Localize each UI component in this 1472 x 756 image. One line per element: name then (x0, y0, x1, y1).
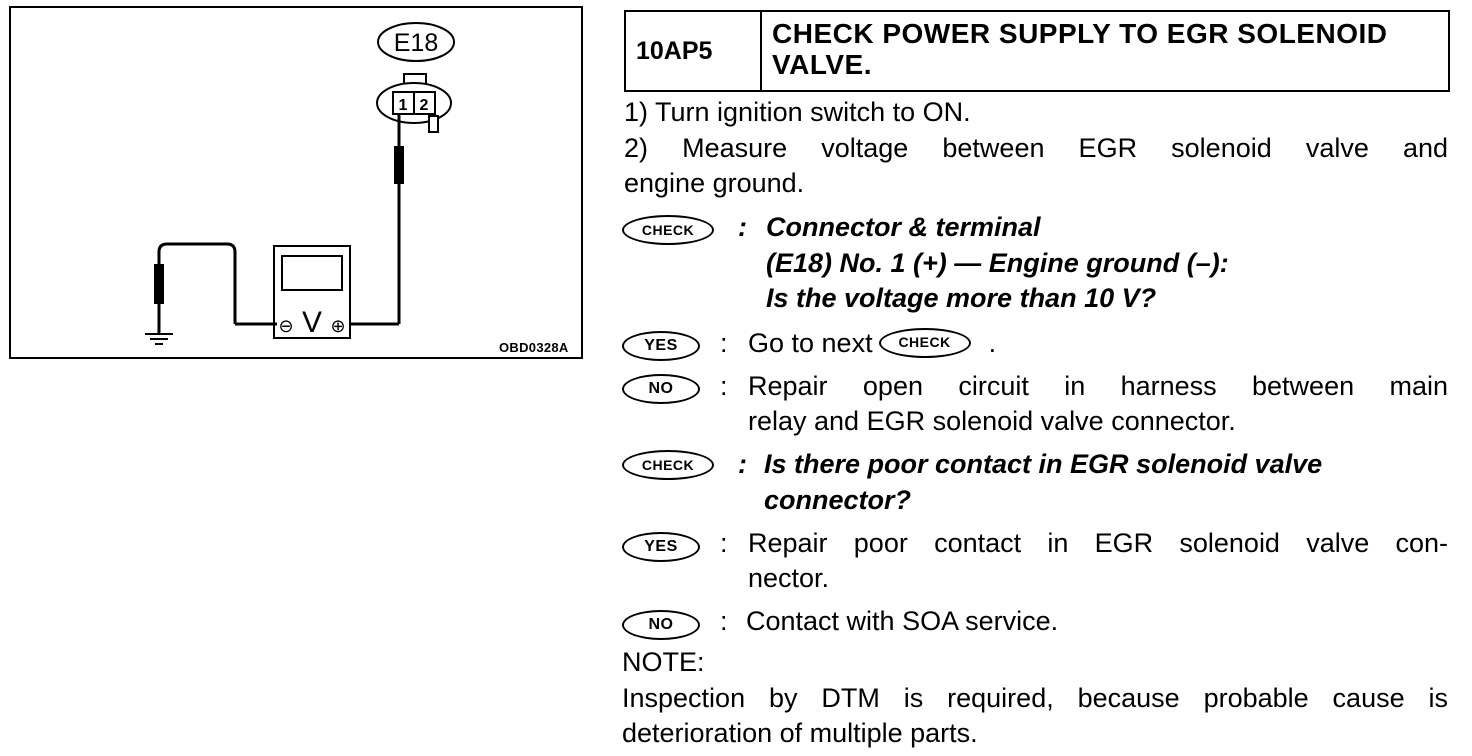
step-title-line-1: CHECK POWER SUPPLY TO EGR SOLENOID (772, 18, 1388, 49)
no-1-line-1: Repair open circuit in harness between m… (748, 371, 1448, 401)
yes-1-colon: : (720, 328, 728, 358)
check-1-colon: : (738, 212, 747, 242)
ground-symbol (145, 333, 173, 345)
check-2-colon: : (738, 449, 747, 479)
step-code: 10AP5 (626, 12, 762, 90)
check-badge-1: CHECK (622, 215, 714, 245)
check-2-line-2: connector? (764, 485, 912, 515)
pin-1-label: 1 (399, 97, 408, 114)
no-badge-2: NO (622, 610, 700, 640)
yes-2-line-1: Repair poor contact in EGR solenoid valv… (748, 528, 1448, 558)
yes-badge-1: YES (622, 331, 700, 361)
yes-2-line-2: nector. (748, 563, 830, 593)
step-2-line-2: engine ground. (624, 168, 805, 198)
step-header: 10AP5 CHECK POWER SUPPLY TO EGR SOLENOID… (624, 10, 1450, 92)
step-2-line-1: 2) Measure voltage between EGR solenoid … (624, 133, 1448, 163)
yes-1-label: Go to next (748, 328, 873, 358)
voltmeter-display (281, 255, 343, 291)
minus-terminal: ⊖ (278, 316, 293, 337)
step-1: 1) Turn ignition switch to ON. (624, 97, 971, 127)
positive-probe (394, 146, 404, 184)
figure-code: OBD0328A (499, 340, 569, 355)
step-title-line-2: VALVE. (772, 49, 872, 80)
no-2-colon: : (720, 606, 728, 636)
check-badge-inline: CHECK (878, 327, 971, 358)
yes-badge-2: YES (622, 532, 700, 562)
wiring-diagram: E18 1 2 V ⊖ ⊕ OBD0328A (9, 6, 583, 359)
note-label: NOTE: (622, 647, 705, 677)
check-badge-2: CHECK (622, 450, 714, 480)
note-line-2: deterioration of multiple parts. (622, 718, 978, 748)
pin-2-label: 2 (420, 97, 429, 114)
yes-2-colon: : (720, 528, 728, 558)
connector-label: E18 (394, 29, 438, 57)
plus-terminal: ⊕ (330, 316, 345, 337)
check-1-line-3: Is the voltage more than 10 V? (766, 283, 1157, 313)
yes-1-tail: . (988, 328, 997, 358)
no-1-colon: : (720, 371, 728, 401)
no-badge-1: NO (622, 374, 700, 404)
note-line-1: Inspection by DTM is required, because p… (622, 683, 1448, 713)
step-title: CHECK POWER SUPPLY TO EGR SOLENOID VALVE… (762, 12, 1448, 90)
check-1-line-2: (E18) No. 1 (+) — Engine ground (–): (766, 248, 1229, 278)
check-1-line-1: Connector & terminal (766, 212, 1041, 242)
check-2-line-1: Is there poor contact in EGR solenoid va… (764, 449, 1323, 479)
no-1-line-2: relay and EGR solenoid valve connector. (748, 406, 1236, 436)
negative-probe (154, 264, 164, 304)
connector-label-ellipse (377, 22, 455, 62)
circuit-drawing: E18 1 2 V ⊖ ⊕ (145, 22, 455, 345)
voltmeter-symbol: V (302, 306, 322, 339)
no-2-text: Contact with SOA service. (746, 606, 1059, 636)
